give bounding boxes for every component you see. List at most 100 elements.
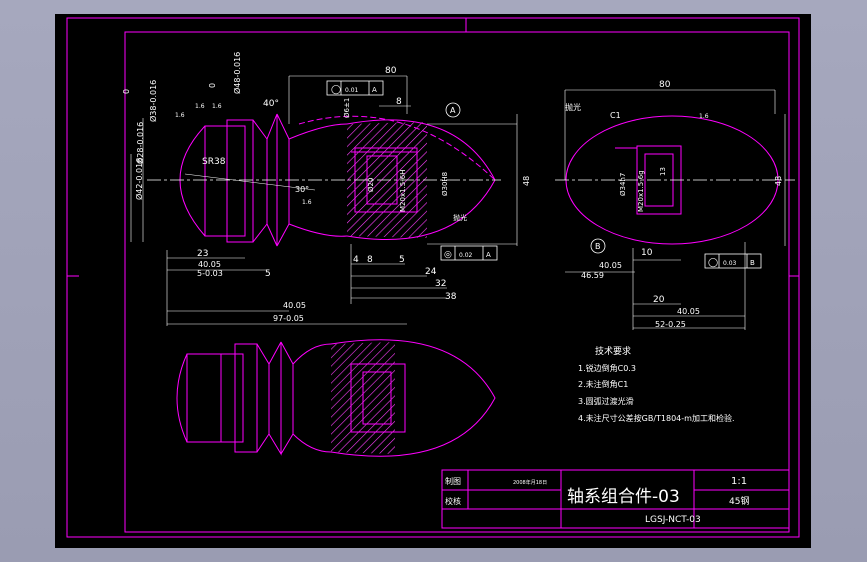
front-tolerance-top: ◯ 0.01 A bbox=[326, 80, 384, 96]
side-dim-40b: 40.05 bbox=[677, 307, 700, 316]
front-dim-23: 23 bbox=[197, 249, 208, 259]
front-dim-d20: Ø20 bbox=[367, 178, 375, 192]
front-dim-40b: 40.05 bbox=[283, 301, 306, 310]
front-dim-d38: Ø38-0.016 bbox=[148, 80, 158, 122]
side-label-tl: 抛光 bbox=[565, 102, 581, 112]
iso-shaft bbox=[186, 353, 244, 443]
front-dim-sr: SR38 bbox=[202, 157, 226, 167]
front-groove-3 bbox=[276, 113, 290, 247]
front-tolerance-bottom: ◎ 0.02 A bbox=[440, 245, 498, 261]
front-dim-24: 24 bbox=[425, 267, 437, 277]
tb-scale: 1:1 bbox=[731, 476, 747, 487]
tb-row1-label: 制图 bbox=[445, 476, 461, 486]
front-callout-circle bbox=[445, 102, 461, 118]
iso-bore-inner bbox=[362, 371, 392, 425]
side-tol-val: 0.03 bbox=[723, 260, 737, 267]
front-dim-8: 8 bbox=[396, 97, 402, 107]
iso-left-dome bbox=[176, 353, 188, 443]
side-dim-lines bbox=[564, 89, 786, 330]
side-dim-c1: C1 bbox=[610, 111, 621, 120]
iso-bore bbox=[350, 363, 406, 433]
front-dim-32: 32 bbox=[435, 279, 446, 289]
front-leader bbox=[184, 173, 316, 191]
iso-neck-bottom bbox=[292, 433, 332, 453]
front-groove-2 bbox=[266, 113, 278, 247]
side-tol-ref: B bbox=[750, 259, 755, 267]
iso-flange bbox=[234, 343, 258, 453]
side-dim-13: 13 bbox=[659, 167, 667, 176]
side-dim-20: 20 bbox=[653, 295, 665, 305]
side-dim-d34: Ø34h7 bbox=[619, 173, 627, 196]
front-shaft-step bbox=[204, 125, 246, 237]
side-dim-40a: 40.05 bbox=[599, 261, 622, 270]
tb-row2-label: 校核 bbox=[445, 496, 461, 506]
title-block bbox=[441, 469, 790, 529]
front-neck-bottom bbox=[288, 223, 348, 237]
front-dim-d30: Ø30H8 bbox=[441, 172, 449, 196]
tech-notes: 技术要求 1.锐边倒角C0.3 2.未注倒角C1 3.圆弧过渡光滑 4.未注尺寸… bbox=[578, 345, 734, 423]
side-dim-52: 52-0.25 bbox=[655, 320, 686, 329]
front-rough-2: 1.6 bbox=[195, 103, 205, 110]
front-dim-38: 38 bbox=[445, 292, 457, 302]
front-rough-4: 1.6 bbox=[302, 199, 312, 206]
front-view bbox=[147, 113, 501, 247]
side-tolerance: ◯ 0.03 B bbox=[704, 253, 762, 269]
tb-material: 45钢 bbox=[729, 495, 749, 507]
front-bulb-outline bbox=[298, 115, 496, 181]
side-dim-46: 46.59 bbox=[581, 271, 604, 280]
iso-bulb bbox=[330, 339, 496, 457]
front-tol-bot-ref: A bbox=[486, 251, 491, 259]
iso-groove-2 bbox=[268, 341, 282, 456]
iso-groove-3 bbox=[280, 341, 294, 455]
note-4: 4.未注尺寸公差按GB/T1804-m加工和检验. bbox=[578, 413, 734, 423]
notes-title: 技术要求 bbox=[595, 345, 631, 357]
front-neck-top bbox=[288, 123, 348, 140]
front-dim-lines bbox=[130, 75, 518, 326]
front-rough-3: 1.6 bbox=[212, 103, 222, 110]
front-dim-zero2: 0 bbox=[208, 83, 217, 88]
inner-border bbox=[124, 31, 790, 533]
note-1: 1.锐边倒角C0.3 bbox=[578, 363, 636, 373]
tb-part-name: 轴系组合件-03 bbox=[567, 487, 680, 507]
front-left-dome bbox=[179, 125, 206, 237]
drawing-svg: ◯ 0.01 A ◎ 0.02 A A 80 8 40° 30° SR3 bbox=[66, 17, 800, 538]
front-groove-1 bbox=[252, 119, 268, 243]
front-dim-5a: 5-0.03 bbox=[197, 269, 223, 278]
front-dim-5c: 5 bbox=[399, 255, 405, 265]
front-dim-5b: 5 bbox=[265, 269, 271, 279]
front-dim-r: Ø6±1 bbox=[343, 98, 351, 118]
note-3: 3.圆弧过渡光滑 bbox=[578, 396, 634, 406]
front-dim-d28: Ø28-0.016 bbox=[135, 122, 145, 164]
drawing-canvas[interactable]: ◯ 0.01 A ◎ 0.02 A A 80 8 40° 30° SR3 bbox=[55, 14, 811, 548]
iso-view bbox=[176, 339, 496, 457]
front-tol-top-val: 0.01 bbox=[345, 87, 359, 94]
tb-row1-date: 2008年月18日 bbox=[513, 479, 547, 486]
iso-groove-1 bbox=[256, 343, 270, 453]
front-dim-chamfer-angle: 30° bbox=[295, 185, 309, 194]
tb-drawing-no: LGSJ-NCT-03 bbox=[645, 515, 701, 525]
side-dim-10: 10 bbox=[641, 248, 653, 258]
side-callout-circle bbox=[590, 238, 606, 254]
front-dim-97: 97-0.05 bbox=[273, 314, 304, 323]
side-rough: 1.6 bbox=[699, 113, 709, 120]
front-dim-40a: 40.05 bbox=[198, 260, 221, 269]
front-dim-8b: 8 bbox=[367, 255, 373, 265]
front-tol-top-ref: A bbox=[372, 86, 377, 94]
side-callout-b: B bbox=[595, 242, 601, 251]
front-dim-80: 80 bbox=[385, 66, 397, 76]
title-block-frame bbox=[441, 469, 790, 529]
note-2: 2.未注倒角C1 bbox=[578, 379, 628, 389]
front-dim-zero1: 0 bbox=[122, 89, 131, 94]
side-tol-sym: ◯ bbox=[708, 258, 718, 268]
front-dim-4: 4 bbox=[353, 255, 359, 265]
front-dim-m20: M20x1.5-6H bbox=[399, 170, 407, 212]
front-dim-h48: 48 bbox=[522, 176, 531, 186]
side-view bbox=[555, 115, 795, 245]
front-tol-top-sym: ◯ bbox=[331, 85, 341, 95]
front-dim-d48: Ø48-0.016 bbox=[232, 52, 242, 94]
side-dim-m20: M20x1.5-6g bbox=[637, 170, 645, 212]
outer-border bbox=[66, 17, 800, 538]
front-tol-bot-sym: ◎ bbox=[444, 250, 452, 260]
side-dim-h48: 48 bbox=[774, 176, 783, 186]
